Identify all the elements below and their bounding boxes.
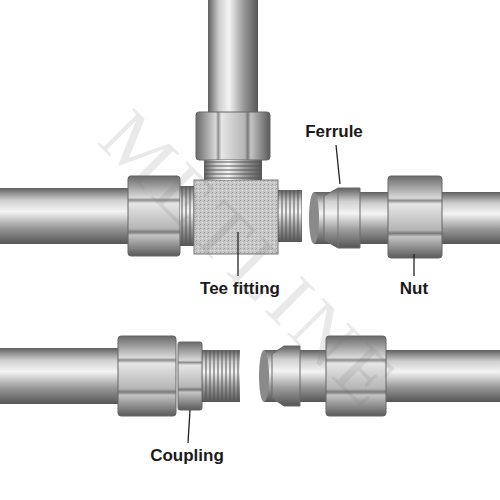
thread-lines (202, 350, 240, 402)
part-label: Ferrule (305, 122, 363, 142)
loose-parts (309, 176, 500, 258)
tube-end (259, 350, 269, 402)
leader-line (188, 410, 190, 443)
part-label: Nut (400, 279, 428, 299)
nut (388, 176, 442, 258)
part-label: Coupling (150, 446, 224, 466)
coupling-assembly (0, 336, 240, 416)
ferrule-edge (338, 188, 339, 248)
ferrule (324, 188, 360, 248)
tube (0, 348, 130, 404)
leader-line (336, 145, 340, 184)
tube (208, 0, 258, 118)
leader-line (413, 254, 414, 276)
tube-end (309, 192, 319, 244)
coupling-hex (178, 342, 202, 410)
nut (118, 336, 176, 416)
tube (0, 188, 140, 244)
thread (202, 350, 240, 402)
